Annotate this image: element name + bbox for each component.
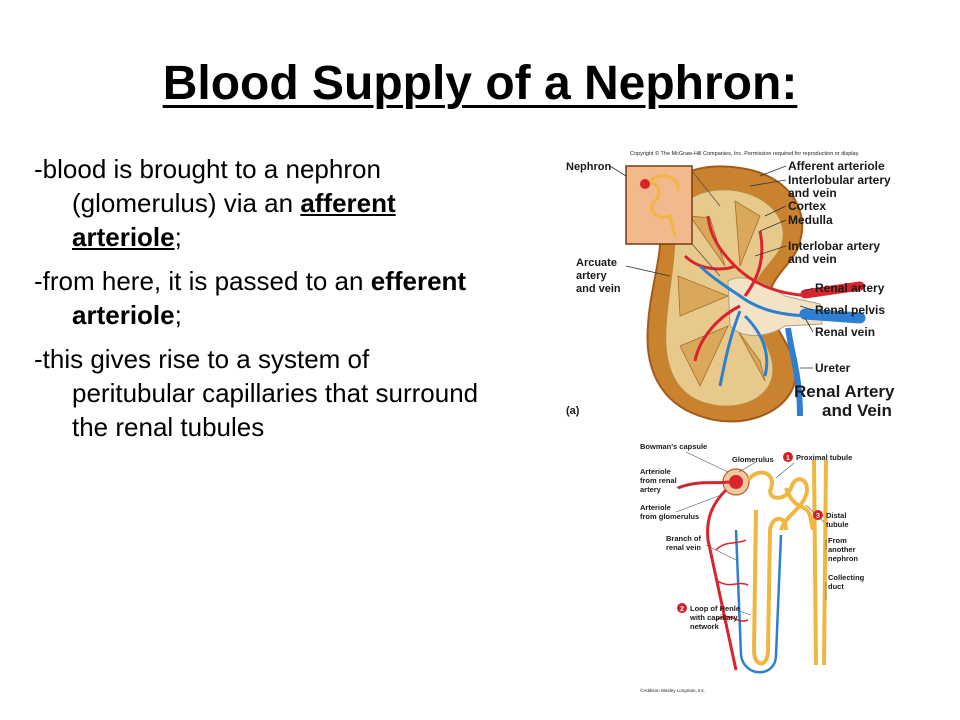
renal-artery-branches bbox=[683, 215, 811, 362]
label-arteriole-2: from renal bbox=[640, 476, 677, 485]
label-arteriole-glom-2: from glomerulus bbox=[640, 512, 699, 521]
nephron-inset bbox=[625, 165, 693, 245]
glomerulus-dot bbox=[640, 179, 650, 189]
label-loop-2: with capillary bbox=[689, 613, 738, 622]
inset-callout-lines bbox=[691, 170, 721, 277]
label-bowmans-capsule: Bowman's capsule bbox=[640, 442, 707, 451]
label-interlobular-2: and vein bbox=[788, 186, 837, 200]
bullet-efferent-text: -from here, it is passed to an bbox=[34, 266, 371, 296]
label-glomerulus: Glomerulus bbox=[732, 455, 774, 464]
label-arteriole-3: artery bbox=[640, 485, 662, 494]
label-cortex: Cortex bbox=[788, 199, 826, 213]
label-nephron: Nephron bbox=[566, 161, 612, 173]
label-distal-1: Distal bbox=[826, 511, 846, 520]
bullet-peritubular: -this gives rise to a system of peritubu… bbox=[34, 342, 484, 444]
nephron-tubule bbox=[639, 174, 680, 237]
label-distal-2: tubule bbox=[826, 520, 849, 529]
kidney-figure: Copyright © The McGraw-Hill Companies, I… bbox=[560, 146, 912, 426]
kidney-leader-lines bbox=[749, 165, 814, 369]
bullet-list: -blood is brought to a nephron (glomerul… bbox=[34, 152, 484, 454]
efferent-vessel bbox=[706, 488, 738, 671]
bullet-afferent: -blood is brought to a nephron (glomerul… bbox=[34, 152, 484, 254]
bullet-efferent: -from here, it is passed to an efferent … bbox=[34, 264, 484, 332]
distal-tubule bbox=[784, 487, 815, 531]
badge-1 bbox=[783, 452, 793, 462]
label-from-1: From bbox=[828, 536, 847, 545]
bullet-peritubular-text: -this gives rise to a system of peritubu… bbox=[34, 344, 479, 442]
badge-2 bbox=[677, 603, 687, 613]
nephron-diagram: Bowman's capsule Arteriole from renal ar… bbox=[636, 440, 882, 696]
renal-pelvis bbox=[727, 277, 823, 336]
copyright-notice: Copyright © The McGraw-Hill Companies, I… bbox=[630, 150, 860, 157]
label-proximal-tubule: Proximal tubule bbox=[796, 453, 852, 462]
bullet-afferent-text: -blood is brought to a nephron (glomerul… bbox=[34, 154, 381, 218]
badge-1-num: 1 bbox=[786, 455, 790, 462]
badge-3 bbox=[813, 510, 823, 520]
collecting-duct bbox=[812, 459, 828, 666]
label-afferent-arteriole: Afferent arteriole bbox=[788, 159, 885, 173]
label-collecting-2: duct bbox=[828, 582, 844, 591]
label-interlobular-1: Interlobular artery bbox=[788, 173, 891, 187]
label-arcuate-2: artery bbox=[576, 270, 607, 282]
label-medulla: Medulla bbox=[788, 213, 833, 227]
peritubular-capillaries bbox=[734, 529, 783, 674]
afferent-arteriole-term: afferent arteriole bbox=[72, 188, 396, 252]
slide-title: Blood Supply of a Nephron: bbox=[162, 57, 798, 110]
bullet-efferent-suffix: ; bbox=[174, 300, 182, 330]
label-renal-vein: Renal vein bbox=[815, 325, 875, 339]
ureter bbox=[785, 327, 803, 417]
label-arcuate-1: Arcuate bbox=[576, 257, 617, 269]
label-ureter: Ureter bbox=[815, 361, 851, 375]
caption-and-vein: and Vein bbox=[822, 401, 892, 420]
panel-label-a: (a) bbox=[566, 405, 580, 417]
label-branch-vein-1: Branch of bbox=[666, 534, 702, 543]
nephron-leader-lines bbox=[675, 451, 827, 616]
kidney-diagram: Copyright © The McGraw-Hill Companies, I… bbox=[566, 150, 895, 423]
label-from-3: nephron bbox=[828, 554, 858, 563]
label-arcuate-3: and vein bbox=[576, 283, 621, 295]
label-renal-artery: Renal artery bbox=[815, 281, 885, 295]
badge-2-num: 2 bbox=[680, 606, 684, 613]
label-loop-1: Loop of Henle bbox=[690, 604, 740, 613]
loop-of-henle bbox=[751, 509, 788, 666]
caption-renal-artery: Renal Artery bbox=[794, 382, 895, 401]
label-branch-vein-2: renal vein bbox=[666, 543, 701, 552]
nephron-credit: ©Addison Wesley Longman, Inc. bbox=[640, 687, 705, 693]
label-arteriole-1: Arteriole bbox=[640, 467, 671, 476]
bullet-afferent-suffix: ; bbox=[174, 222, 182, 252]
label-arteriole-glom-1: Arteriole bbox=[640, 503, 671, 512]
label-loop-3: network bbox=[690, 622, 720, 631]
capillary-network bbox=[715, 539, 749, 622]
renal-vein bbox=[799, 308, 866, 324]
label-collecting-1: Collecting bbox=[828, 573, 865, 582]
glomerulus bbox=[729, 475, 743, 489]
afferent-vessel bbox=[677, 480, 730, 490]
nephron-figure: Bowman's capsule Arteriole from renal ar… bbox=[636, 440, 882, 696]
label-renal-pelvis: Renal pelvis bbox=[815, 303, 885, 317]
renal-artery bbox=[800, 281, 865, 299]
label-interlobar-1: Interlobar artery bbox=[788, 239, 880, 253]
renal-vein-branches bbox=[698, 264, 816, 387]
efferent-arteriole-term: efferent arteriole bbox=[72, 266, 467, 330]
label-interlobar-2: and vein bbox=[788, 252, 837, 266]
label-from-2: another bbox=[828, 545, 856, 554]
